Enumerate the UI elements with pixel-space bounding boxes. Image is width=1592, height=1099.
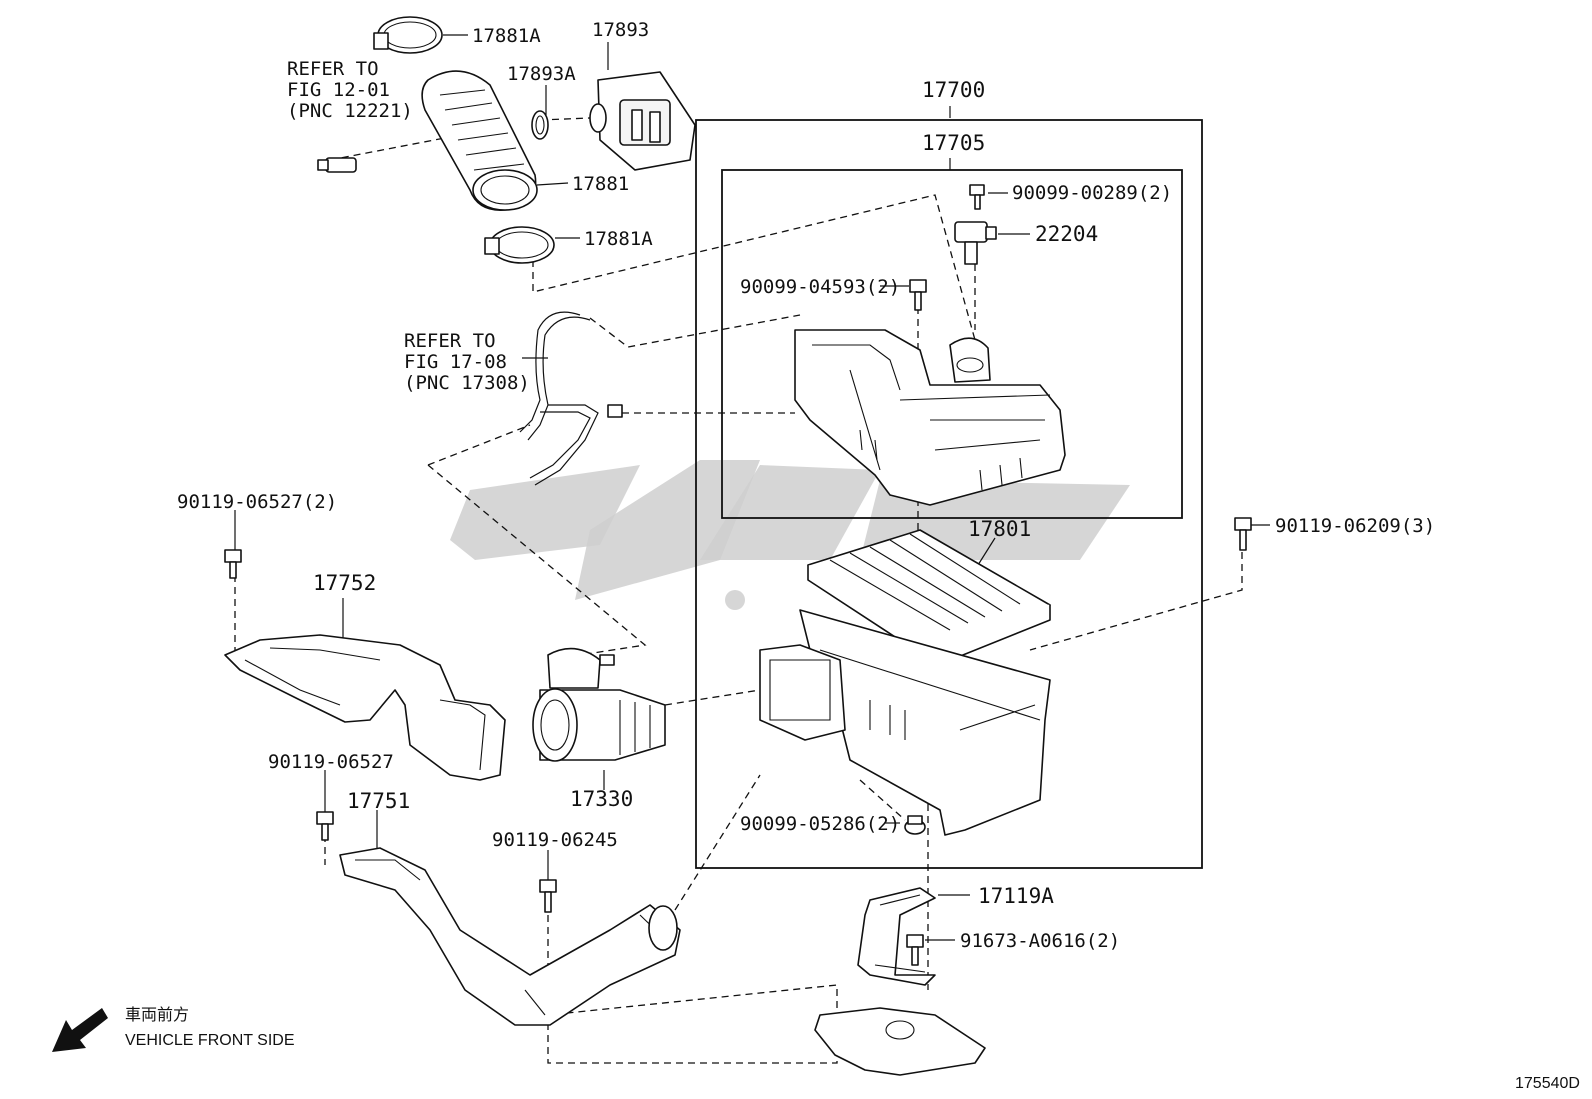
resonator-17893 xyxy=(589,71,696,171)
front-direction-arrow-icon xyxy=(52,1008,108,1052)
bolt-90099-04593 xyxy=(909,279,927,311)
label-90119-06527-2: 90119-06527(2) xyxy=(177,491,337,513)
label-90119-06209: 90119-06209(3) xyxy=(1275,515,1435,537)
bracket-17119A xyxy=(857,887,936,986)
label-22204: 22204 xyxy=(1035,222,1098,246)
label-90099-00289: 90099-00289(2) xyxy=(1012,182,1172,204)
refer-note-1-line3: (PNC 12221) xyxy=(287,100,413,122)
label-17330: 17330 xyxy=(570,787,633,811)
intake-hose xyxy=(421,70,538,211)
mass-air-flow-sensor xyxy=(954,221,997,265)
air-duct-17752 xyxy=(224,549,506,781)
front-side-label-jp: 車両前方 xyxy=(125,1006,189,1024)
dashed-connectors xyxy=(234,117,1243,1064)
figure-code: 175540D xyxy=(1515,1075,1580,1092)
sensor-connector-left xyxy=(317,157,357,173)
label-17751: 17751 xyxy=(347,789,410,813)
label-90119-06527: 90119-06527 xyxy=(268,751,394,773)
resonator-17330 xyxy=(532,647,666,762)
refer-note-2-line1: REFER TO xyxy=(404,330,496,352)
grommet-90099-05286 xyxy=(904,815,926,835)
label-91673-A0616: 91673-A0616(2) xyxy=(960,930,1120,952)
hose-clamp-top xyxy=(373,16,443,54)
front-side-label-en: VEHICLE FRONT SIDE xyxy=(125,1032,295,1049)
small-clamp-17893A xyxy=(531,110,549,140)
label-17752: 17752 xyxy=(313,571,376,595)
air-duct-17751 xyxy=(339,847,681,1026)
label-17881A-bottom: 17881A xyxy=(584,228,653,250)
assembly-box-17705 xyxy=(721,169,1183,519)
bolt-91673-A0616 xyxy=(906,934,924,966)
assembly-box-17700 xyxy=(695,119,1203,869)
refer-note-1-line2: FIG 12-01 xyxy=(287,79,390,101)
refer-note-2-line3: (PNC 17308) xyxy=(404,372,530,394)
body-mount xyxy=(814,1007,986,1076)
bolt-90119-06209 xyxy=(1234,517,1252,551)
label-90099-04593: 90099-04593(2) xyxy=(740,276,900,298)
label-17801: 17801 xyxy=(968,517,1031,541)
label-17119A: 17119A xyxy=(978,884,1054,908)
air-cleaner-cap xyxy=(794,329,1066,506)
label-17700: 17700 xyxy=(922,78,985,102)
refer-note-2-line2: FIG 17-08 xyxy=(404,351,507,373)
bolt-90099-00289 xyxy=(969,184,985,210)
bolt-90119-06245 xyxy=(539,879,557,913)
label-90119-06245: 90119-06245 xyxy=(492,829,618,851)
label-17705: 17705 xyxy=(922,131,985,155)
ventilation-hose xyxy=(519,311,623,486)
air-cleaner-case xyxy=(759,609,1051,836)
refer-note-1-line1: REFER TO xyxy=(287,58,379,80)
bolt-90119-06527 xyxy=(316,811,334,841)
label-90099-05286: 90099-05286(2) xyxy=(740,813,900,835)
leader-lines xyxy=(234,34,1270,941)
label-17893: 17893 xyxy=(592,19,649,41)
label-17881: 17881 xyxy=(572,173,629,195)
label-17881A-top: 17881A xyxy=(472,25,541,47)
hose-clamp-bottom xyxy=(484,226,555,264)
label-17893A: 17893A xyxy=(507,63,576,85)
